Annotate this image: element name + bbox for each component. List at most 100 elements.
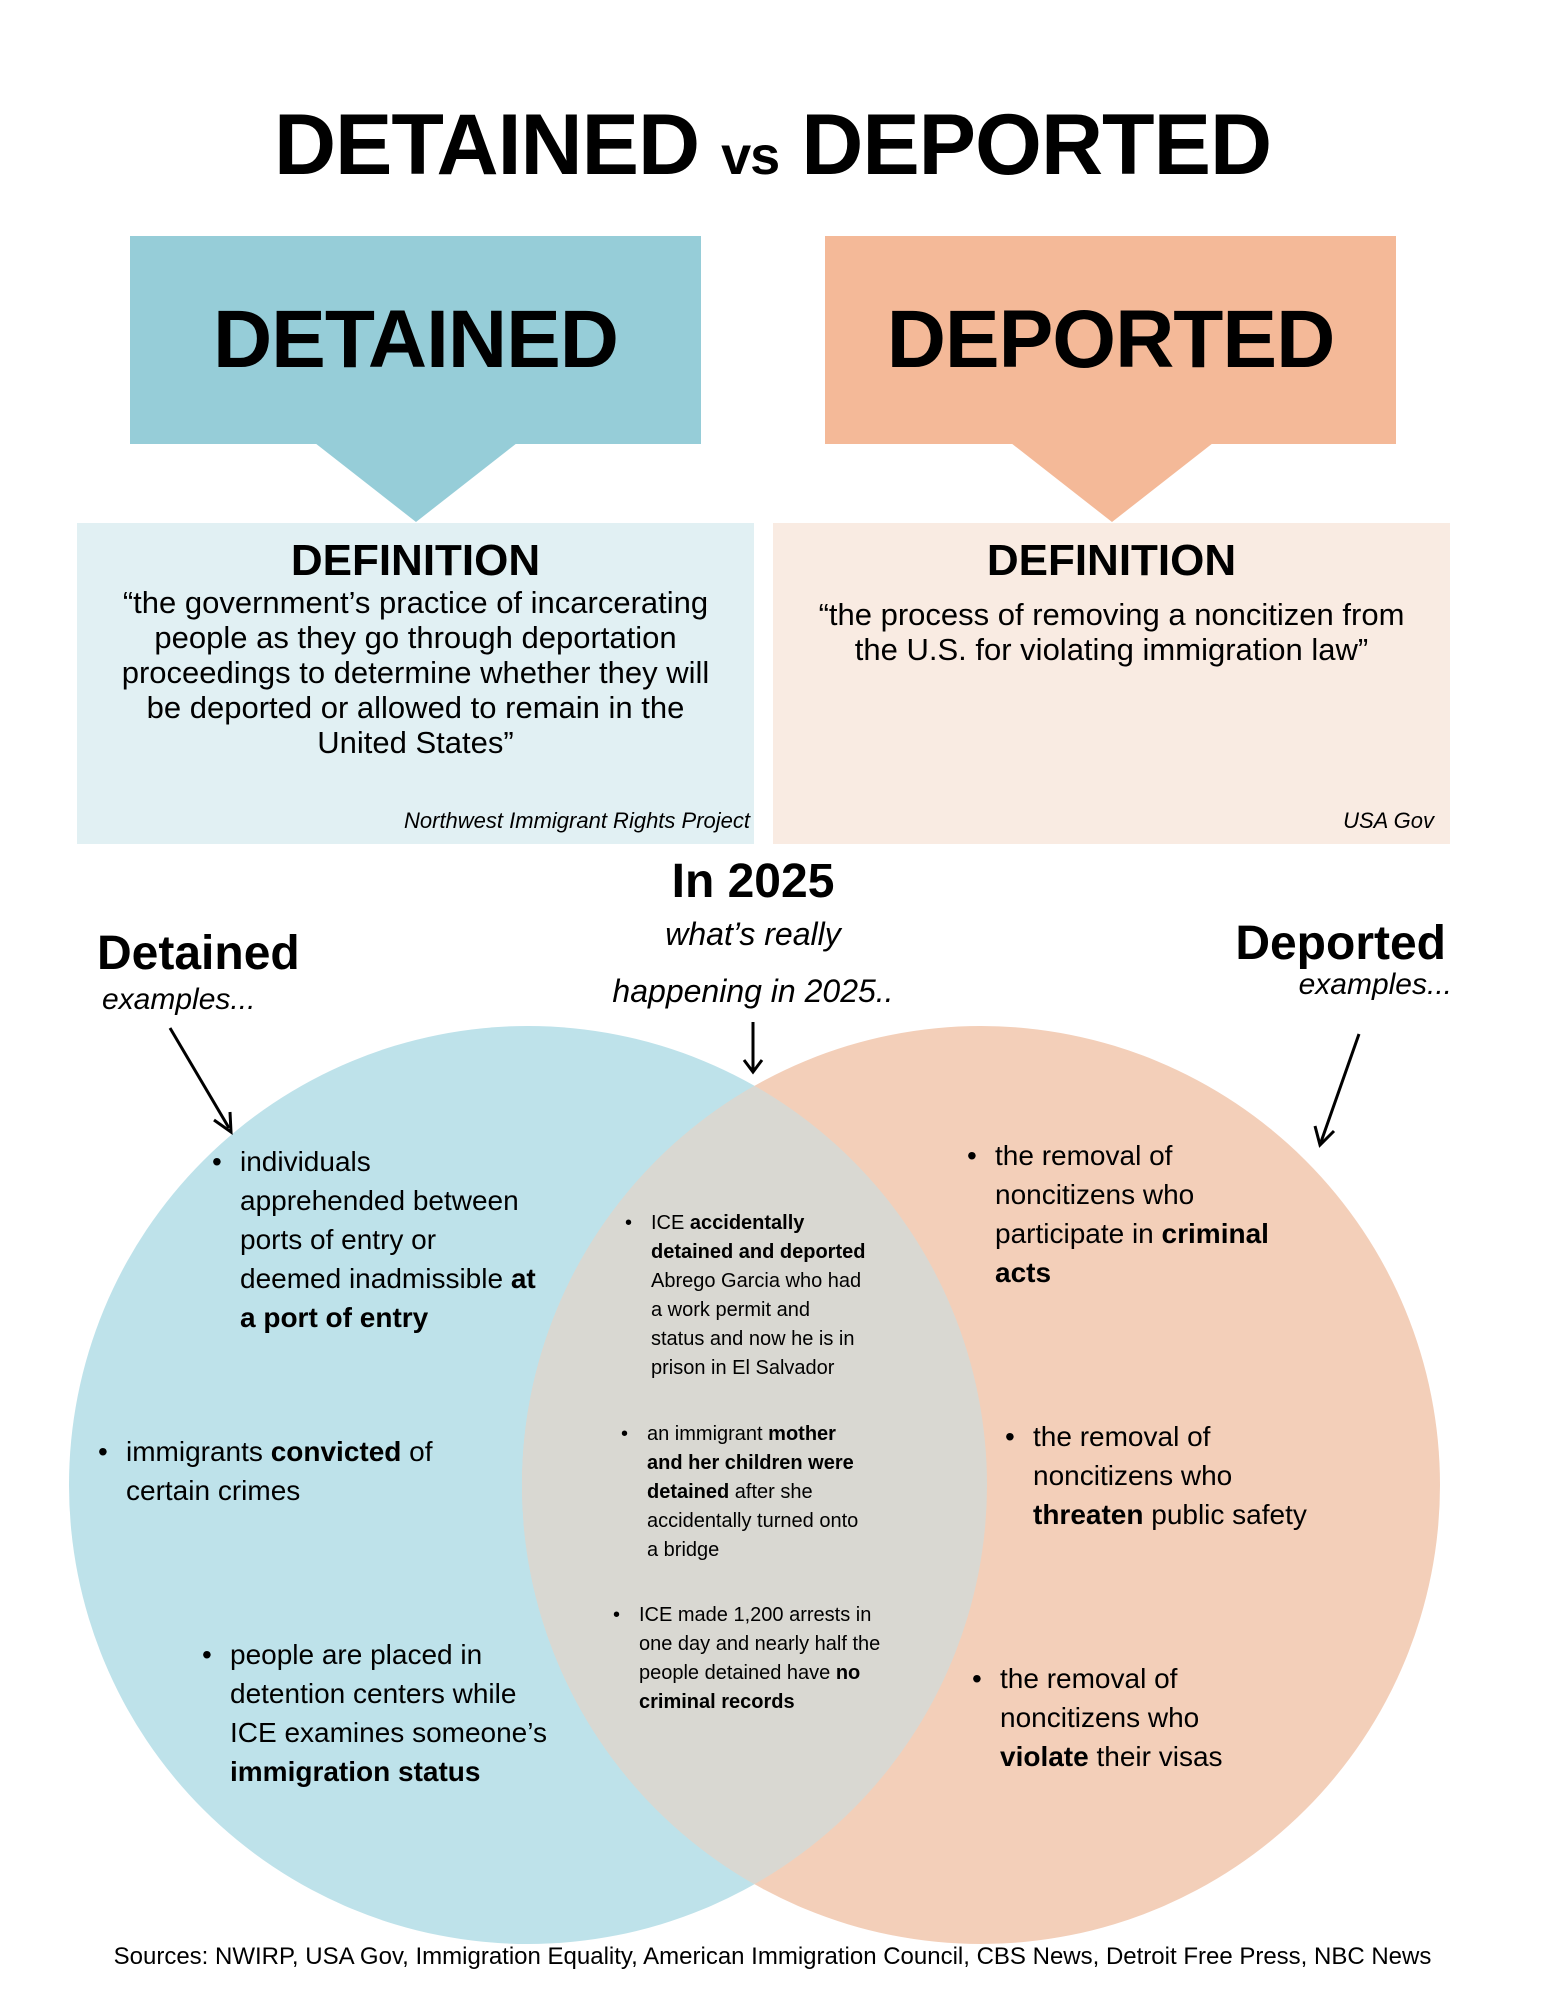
item-text: noncitizens who [1000, 1702, 1200, 1733]
detained-examples-item: • individuals apprehended between ports of … [212, 1142, 536, 1337]
item-text: one day and nearly half the [639, 1633, 881, 1655]
item-text: noncitizens who [1033, 1460, 1233, 1491]
item-line: detained and deported [651, 1238, 865, 1267]
emphasis-text: criminal records [639, 1691, 795, 1713]
item-text: public safety [1143, 1499, 1307, 1530]
arrow-left-icon [168, 1027, 231, 1129]
item-line: detained after she [647, 1478, 858, 1507]
item-text: people are placed in [230, 1639, 483, 1670]
item-line: and her children were [647, 1449, 858, 1478]
overlap-examples-item: • an immigrant mother and her children wer… [621, 1420, 858, 1565]
emphasis-text: at [510, 1263, 536, 1294]
item-line: people are placed in [230, 1635, 547, 1674]
item-line: noncitizens who [1033, 1456, 1307, 1495]
definition-text: “the government’s practice of incarcerat… [121, 585, 710, 760]
item-line: noncitizens who [995, 1175, 1269, 1214]
emphasis-text: detained and deported [651, 1241, 866, 1263]
middle-subtitle-1: what’s really [665, 916, 841, 952]
definition-title: DEFINITION [290, 536, 541, 585]
item-line: ports of entry or [240, 1220, 536, 1259]
bullet-icon: • [972, 1663, 982, 1694]
item-line: a port of entry [240, 1298, 536, 1337]
item-line: an immigrant mother [647, 1420, 858, 1449]
arrow-right-icon [1319, 1033, 1361, 1143]
item-text: certain crimes [126, 1475, 301, 1506]
detained-examples-item: • people are placed in detention centers w… [202, 1635, 547, 1791]
item-text: ICE [651, 1212, 690, 1234]
item-line: criminal records [639, 1688, 880, 1717]
item-line: noncitizens who [1000, 1698, 1223, 1737]
definition-source: USA Gov [1343, 808, 1434, 833]
item-text: ICE made 1,200 arrests in [639, 1604, 872, 1626]
bullet-icon: • [967, 1140, 977, 1171]
item-text: the removal of [995, 1140, 1173, 1171]
item-line: the removal of [1000, 1659, 1223, 1698]
item-line: the removal of [995, 1136, 1269, 1175]
item-text: people detained have [639, 1662, 836, 1684]
deported-pointer [1011, 443, 1213, 522]
title-deported: DEPORTED [801, 97, 1272, 193]
emphasis-text: detained [647, 1481, 730, 1503]
middle-subtitle-2: happening in 2025.. [612, 973, 894, 1009]
emphasis-text: mother [768, 1423, 836, 1445]
item-text: apprehended between [240, 1185, 519, 1216]
item-line: people detained have no [639, 1659, 880, 1688]
item-text: individuals [240, 1146, 371, 1177]
item-line: ICE made 1,200 arrests in [639, 1601, 880, 1630]
item-line: participate in criminal [995, 1214, 1269, 1253]
bullet-icon: • [212, 1146, 222, 1177]
emphasis-text: and her children were [647, 1452, 854, 1474]
emphasis-text: violate [1000, 1741, 1089, 1772]
bullet-icon: • [1005, 1421, 1015, 1452]
emphasis-text: a port of entry [240, 1302, 429, 1333]
item-line: deemed inadmissible at [240, 1259, 536, 1298]
definition-title: DEFINITION [986, 536, 1237, 585]
bullet-icon: • [621, 1423, 629, 1445]
definition-text: “the process of removing a noncitizen fr… [818, 597, 1405, 667]
item-text: Abrego Garcia who had [651, 1270, 862, 1292]
item-text: after she [729, 1481, 813, 1503]
detained-examples-subtitle: examples... [102, 983, 256, 1016]
item-line: a bridge [647, 1536, 858, 1565]
item-text: of [401, 1436, 433, 1467]
emphasis-text: criminal [1161, 1218, 1269, 1249]
item-line: prison in El Salvador [651, 1354, 865, 1383]
item-line: apprehended between [240, 1181, 536, 1220]
item-line: a work permit and [651, 1296, 865, 1325]
item-text: noncitizens who [995, 1179, 1195, 1210]
item-text: accidentally turned onto [647, 1510, 859, 1532]
emphasis-text: no [835, 1662, 861, 1684]
item-line: accidentally turned onto [647, 1507, 858, 1536]
item-line: threaten public safety [1033, 1495, 1307, 1534]
item-text: detention centers while [230, 1678, 517, 1709]
emphasis-text: immigration status [230, 1756, 481, 1787]
detained-label: DETAINED [212, 294, 619, 385]
item-line: individuals [240, 1142, 536, 1181]
detained-definition-box: DEFINITION “the government’s practice of… [77, 523, 754, 844]
item-text: status and now he is in [651, 1328, 855, 1350]
detained-header-box: DETAINED [130, 236, 701, 444]
item-text: an immigrant [647, 1423, 769, 1445]
item-line: ICE accidentally [651, 1209, 865, 1238]
bullet-icon: • [98, 1436, 108, 1467]
title-vs: vs [721, 126, 780, 186]
deported-header-box: DEPORTED [825, 236, 1396, 444]
item-text: prison in El Salvador [651, 1357, 835, 1379]
deported-definition-box: DEFINITION “the process of removing a no… [773, 523, 1450, 844]
detained-examples-title: Detained [97, 927, 300, 980]
bullet-icon: • [202, 1639, 212, 1670]
item-text: a work permit and [651, 1299, 810, 1321]
item-line: one day and nearly half the [639, 1630, 880, 1659]
deported-examples-item: • the removal of noncitizens who participat… [967, 1136, 1269, 1292]
item-line: ICE examines someone’s [230, 1713, 547, 1752]
item-text: deemed inadmissible [240, 1263, 511, 1294]
emphasis-text: accidentally [689, 1212, 805, 1234]
item-line: Abrego Garcia who had [651, 1267, 865, 1296]
item-text: immigrants [126, 1436, 271, 1467]
